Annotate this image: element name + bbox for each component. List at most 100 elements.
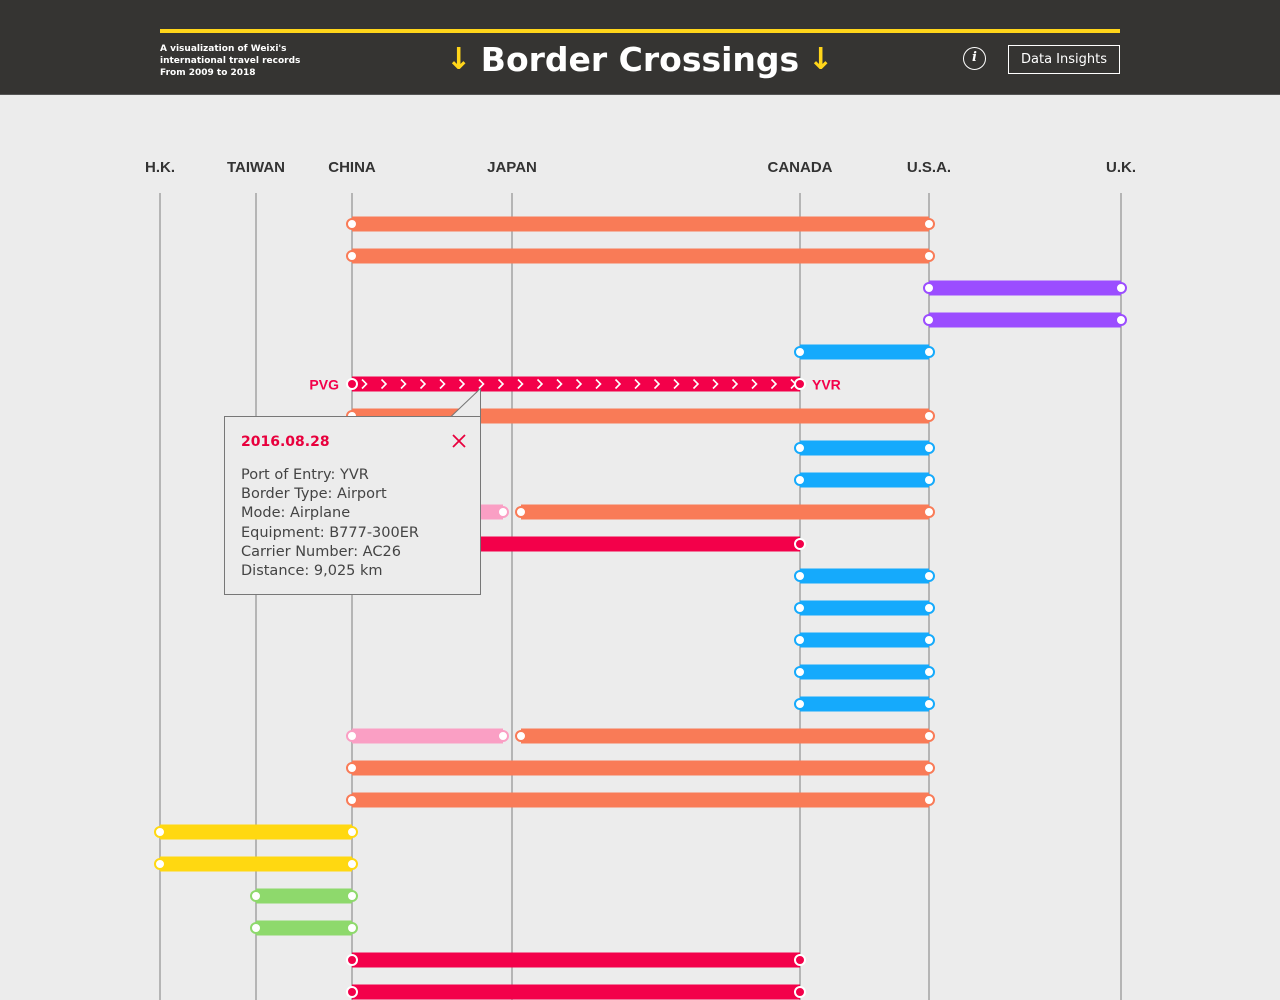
endpoint-dot — [923, 730, 935, 742]
trip-bar[interactable] — [352, 376, 800, 392]
endpoint-dot — [923, 506, 935, 518]
endpoint-dot — [794, 666, 806, 678]
direction-chevron — [458, 378, 466, 390]
trip-bar[interactable] — [256, 920, 352, 936]
endpoint-dot — [346, 858, 358, 870]
endpoint-dot — [923, 314, 935, 326]
trip-bar[interactable] — [521, 728, 929, 744]
page-title: Border Crossings — [480, 40, 800, 79]
direction-chevron — [575, 378, 583, 390]
trip-bar[interactable] — [352, 792, 929, 808]
endpoint-dot — [923, 282, 935, 294]
endpoint-dot — [794, 378, 806, 390]
trip-bar[interactable] — [352, 760, 929, 776]
endpoint-dot — [794, 346, 806, 358]
endpoint-dot — [346, 922, 358, 934]
endpoint-dot — [923, 762, 935, 774]
country-label: U.S.A. — [907, 159, 951, 176]
trip-bar[interactable] — [800, 568, 929, 584]
trip-bar[interactable] — [929, 312, 1121, 328]
trip-bar[interactable] — [929, 280, 1121, 296]
trip-bar[interactable] — [800, 664, 929, 680]
endpoint-dot — [346, 794, 358, 806]
direction-chevron — [497, 378, 505, 390]
direction-chevron — [634, 378, 641, 390]
origin-code: PVG — [309, 377, 339, 393]
endpoint-dot — [794, 442, 806, 454]
direction-chevron — [653, 378, 661, 390]
direction-chevron — [692, 378, 700, 390]
trip-bar[interactable] — [800, 440, 929, 456]
direction-chevron — [478, 378, 485, 390]
direction-chevron — [439, 378, 446, 390]
endpoint-dot — [250, 922, 262, 934]
arrow-down-icon: ↓ — [446, 42, 472, 77]
data-insights-button[interactable]: Data Insights — [1008, 45, 1120, 74]
endpoint-dot — [794, 954, 806, 966]
header-accent-line — [160, 29, 1120, 33]
endpoint-dot — [250, 890, 262, 902]
direction-chevron — [712, 378, 719, 390]
endpoint-dot — [346, 218, 358, 230]
trip-detail-popup: 2016.08.28 Port of Entry: YVR Border Typ… — [224, 416, 481, 595]
subtitle-line: international travel records — [160, 56, 301, 66]
direction-chevron — [536, 378, 544, 390]
country-label: CANADA — [768, 159, 833, 176]
endpoint-dot — [1115, 314, 1127, 326]
endpoint-dot — [923, 410, 935, 422]
endpoint-dot — [923, 346, 935, 358]
popup-detail-line: Distance: 9,025 km — [241, 563, 383, 580]
direction-chevron — [419, 378, 427, 390]
endpoint-dot — [923, 794, 935, 806]
endpoint-dot — [1115, 282, 1127, 294]
trip-bar[interactable] — [800, 696, 929, 712]
trip-bar[interactable] — [800, 344, 929, 360]
endpoint-dot — [794, 474, 806, 486]
direction-chevron — [556, 378, 563, 390]
trip-bar[interactable] — [800, 600, 929, 616]
endpoint-dot — [794, 634, 806, 646]
popup-detail-line: Carrier Number: AC26 — [241, 543, 401, 560]
endpoint-dot — [346, 762, 358, 774]
endpoint-dot — [923, 442, 935, 454]
trip-bar[interactable] — [352, 408, 929, 424]
popup-date: 2016.08.28 — [241, 434, 330, 450]
endpoint-dot — [923, 666, 935, 678]
trip-bar[interactable] — [352, 248, 929, 264]
direction-chevron — [751, 378, 758, 390]
endpoint-dot — [497, 506, 509, 518]
endpoint-dot — [515, 730, 527, 742]
trip-bar[interactable] — [521, 504, 929, 520]
country-label: U.K. — [1106, 159, 1136, 176]
popup-details: Port of Entry: YVR Border Type: Airport … — [241, 466, 419, 581]
trip-bar[interactable] — [352, 984, 800, 1000]
trip-bar[interactable] — [352, 216, 929, 232]
direction-chevron — [400, 378, 407, 390]
trip-bar[interactable] — [800, 472, 929, 488]
endpoint-dot — [923, 570, 935, 582]
endpoint-dot — [346, 250, 358, 262]
trip-bar[interactable] — [352, 728, 503, 744]
endpoint-dot — [154, 826, 166, 838]
popup-detail-line: Equipment: B777-300ER — [241, 524, 419, 541]
info-icon[interactable]: i — [963, 47, 986, 70]
arrow-down-icon: ↓ — [808, 42, 834, 77]
endpoint-dot — [923, 698, 935, 710]
endpoint-dot — [346, 954, 358, 966]
subtitle-line: From 2009 to 2018 — [160, 68, 256, 78]
direction-chevron — [673, 378, 680, 390]
close-icon[interactable] — [450, 432, 468, 450]
endpoint-dot — [346, 730, 358, 742]
direction-chevron — [614, 378, 622, 390]
endpoint-dot — [923, 474, 935, 486]
trip-bar[interactable] — [160, 856, 352, 872]
country-label: CHINA — [328, 159, 376, 176]
trip-bar[interactable] — [256, 888, 352, 904]
direction-chevron — [731, 378, 739, 390]
endpoint-dot — [794, 602, 806, 614]
country-label: JAPAN — [487, 159, 537, 176]
trip-bar[interactable] — [352, 952, 800, 968]
trip-bar[interactable] — [160, 824, 352, 840]
trip-bar[interactable] — [800, 632, 929, 648]
popup-detail-line: Mode: Airplane — [241, 505, 351, 522]
